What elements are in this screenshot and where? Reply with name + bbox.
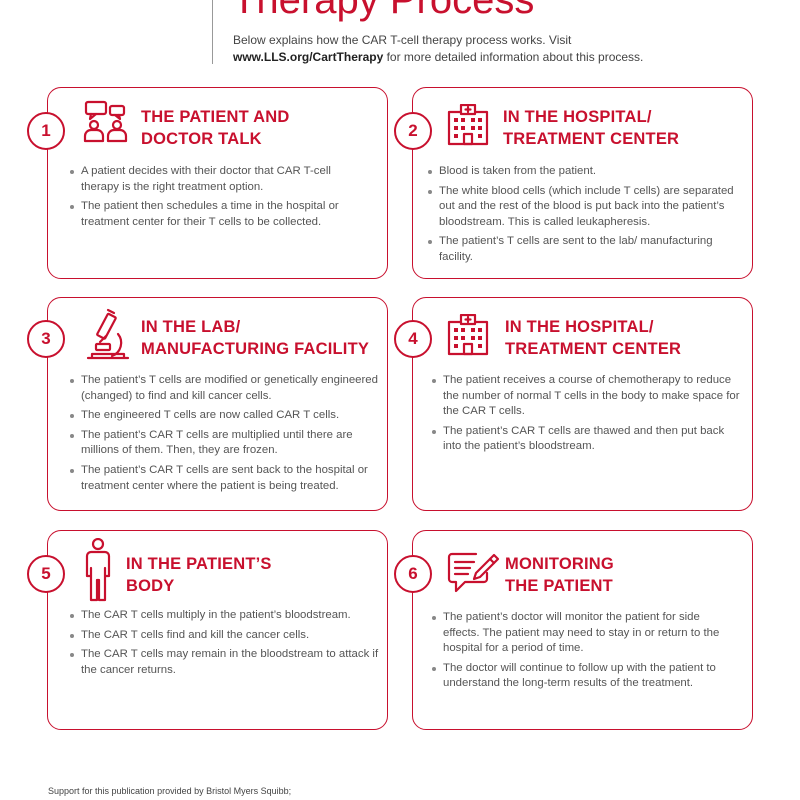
intro-suffix: for more detailed information about this…: [383, 50, 644, 64]
step-bullets-2: Blood is taken from the patient. The whi…: [428, 164, 740, 270]
step-heading-1: THE PATIENT AND DOCTOR TALK: [141, 106, 289, 150]
list-item: The CAR T cells multiply in the patient’…: [70, 608, 384, 624]
step-heading-2-line1: IN THE HOSPITAL/: [503, 108, 652, 126]
step-number-6: 6: [394, 555, 432, 593]
person-body-icon: [84, 538, 112, 604]
header-divider: [212, 0, 213, 64]
list-item: Blood is taken from the patient.: [428, 164, 740, 180]
microscope-icon: [84, 306, 132, 364]
step-card-4: [412, 297, 753, 511]
step-card-5: [47, 530, 388, 730]
intro-sentence: Below explains how the CAR T-cell therap…: [233, 33, 572, 47]
step-bullets-3: The patient’s T cells are modified or ge…: [70, 373, 382, 498]
doctor-patient-talk-icon: [82, 100, 132, 144]
list-item: The patient receives a course of chemoth…: [432, 373, 740, 420]
step-heading-2: IN THE HOSPITAL/ TREATMENT CENTER: [503, 106, 679, 150]
page-title: Therapy Process: [232, 0, 535, 22]
step-heading-5-line1: IN THE PATIENT’S: [126, 555, 272, 573]
step-heading-2-line2: TREATMENT CENTER: [503, 130, 680, 148]
step-bullets-6: The patient’s doctor will monitor the pa…: [432, 610, 732, 696]
list-item: The CAR T cells may remain in the bloods…: [70, 647, 384, 678]
step-bullets-1: A patient decides with their doctor that…: [70, 164, 370, 234]
step-number-4: 4: [394, 320, 432, 358]
step-heading-1-line2: DOCTOR TALK: [141, 130, 262, 148]
step-heading-3-line2: MANUFACTURING FACILITY: [141, 340, 370, 358]
step-heading-3: IN THE LAB/ MANUFACTURING FACILITY: [141, 316, 369, 360]
step-card-6: [412, 530, 753, 730]
step-heading-4: IN THE HOSPITAL/ TREATMENT CENTER: [505, 316, 681, 360]
step-heading-1-line1: THE PATIENT AND: [141, 108, 290, 126]
step-card-1: [47, 87, 388, 279]
step-heading-4-line1: IN THE HOSPITAL/: [505, 318, 654, 336]
step-card-2: [412, 87, 753, 279]
step-bullets-5: The CAR T cells multiply in the patient’…: [70, 608, 384, 682]
list-item: The doctor will continue to follow up wi…: [432, 661, 732, 692]
step-heading-5: IN THE PATIENT’S BODY: [126, 553, 272, 597]
footer-text: Support for this publication provided by…: [48, 786, 292, 796]
step-card-3: [47, 297, 388, 511]
list-item: The patient’s T cells are sent to the la…: [428, 234, 740, 265]
list-item: The patient’s CAR T cells are sent back …: [70, 463, 382, 494]
list-item: The patient’s T cells are modified or ge…: [70, 373, 382, 404]
list-item: The engineered T cells are now called CA…: [70, 408, 382, 424]
step-heading-6-line2: THE PATIENT: [505, 577, 613, 595]
step-number-3: 3: [27, 320, 65, 358]
chat-pencil-icon: [446, 551, 500, 595]
list-item: The patient then schedules a time in the…: [70, 199, 370, 230]
step-heading-5-line2: BODY: [126, 577, 175, 595]
list-item: The patient’s CAR T cells are multiplied…: [70, 428, 382, 459]
intro-link[interactable]: www.LLS.org/CartTherapy: [233, 50, 384, 64]
step-heading-6: MONITORING THE PATIENT: [505, 553, 614, 597]
list-item: The white blood cells (which include T c…: [428, 184, 740, 231]
step-heading-6-line1: MONITORING: [505, 555, 614, 573]
hospital-icon: [446, 314, 490, 356]
step-heading-4-line2: TREATMENT CENTER: [505, 340, 682, 358]
step-number-2: 2: [394, 112, 432, 150]
intro-text: Below explains how the CAR T-cell therap…: [233, 32, 753, 66]
list-item: The patient’s doctor will monitor the pa…: [432, 610, 732, 657]
list-item: The patient’s CAR T cells are thawed and…: [432, 424, 740, 455]
list-item: A patient decides with their doctor that…: [70, 164, 370, 195]
list-item: The CAR T cells find and kill the cancer…: [70, 628, 384, 644]
step-heading-3-line1: IN THE LAB/: [141, 318, 241, 336]
hospital-icon: [446, 104, 490, 146]
step-number-5: 5: [27, 555, 65, 593]
step-number-1: 1: [27, 112, 65, 150]
step-bullets-4: The patient receives a course of chemoth…: [432, 373, 740, 459]
